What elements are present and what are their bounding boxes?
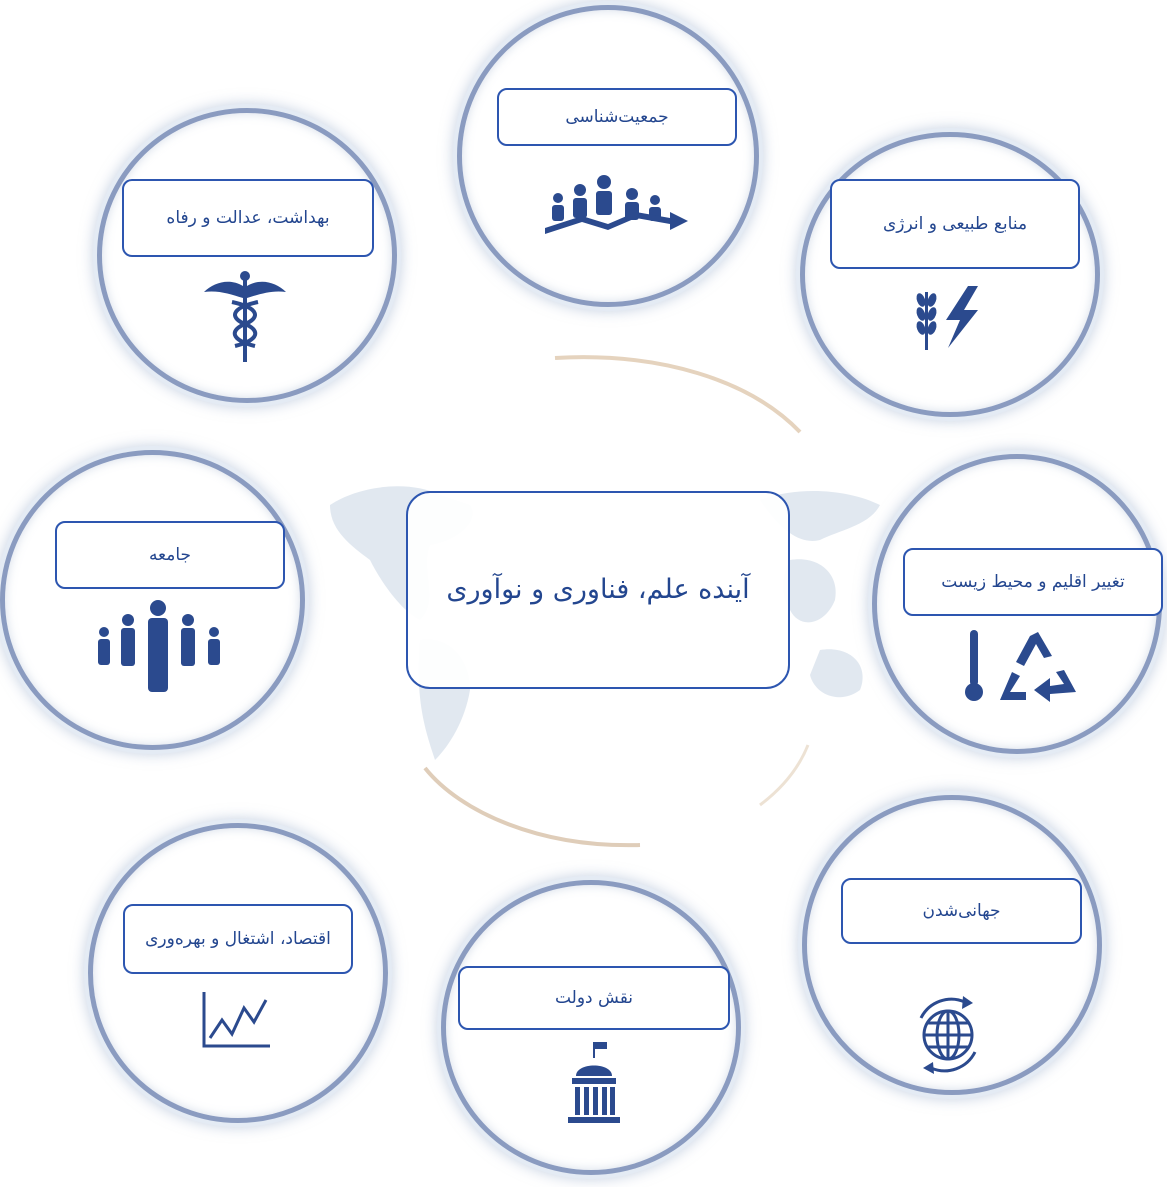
globe-arrows-icon — [919, 996, 977, 1074]
crowd-icon — [98, 600, 220, 692]
caduceus-icon — [204, 271, 286, 362]
center-title-box: آینده علم، فناوری و نوآوری — [406, 491, 790, 689]
capitol-building-icon — [568, 1042, 620, 1123]
wheat-lightning-icon — [916, 286, 978, 350]
node-ring-resources — [800, 132, 1100, 417]
line-chart-icon — [202, 992, 270, 1048]
node-label-economy: اقتصاد، اشتغال و بهره‌وری — [123, 904, 353, 974]
people-growth-icon — [545, 175, 688, 234]
thermometer-recycle-icon — [965, 630, 1076, 702]
center-title: آینده علم، فناوری و نوآوری — [446, 573, 750, 605]
node-label-government: نقش دولت — [458, 966, 730, 1030]
node-ring-demography — [457, 5, 759, 307]
node-label-globalization: جهانی‌شدن — [841, 878, 1082, 944]
node-ring-globalization — [802, 795, 1102, 1095]
node-label-resources: منابع طبیعی و انرژی — [830, 179, 1080, 269]
node-label-society: جامعه — [55, 521, 285, 589]
node-label-climate: تغییر اقلیم و محیط زیست — [903, 548, 1163, 616]
node-label-demography: جمعیت‌شناسی — [497, 88, 737, 146]
node-label-health: بهداشت، عدالت و رفاه — [122, 179, 374, 257]
node-ring-society — [0, 450, 305, 750]
